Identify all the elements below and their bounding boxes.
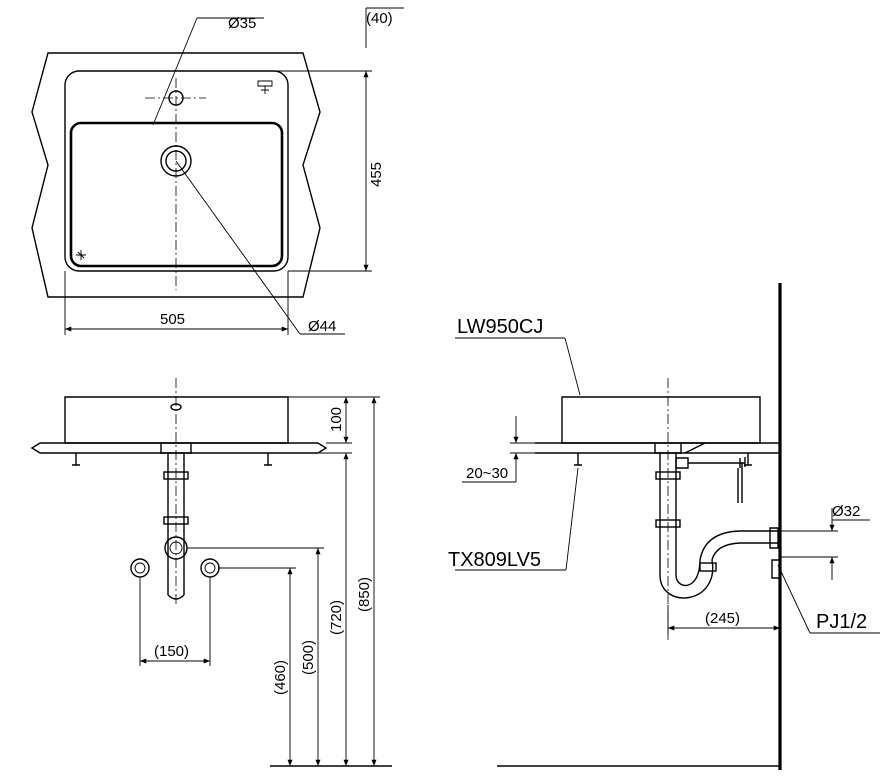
- right-supply: [200, 558, 220, 578]
- spacing-label: (150): [154, 643, 189, 660]
- side-counter: [535, 442, 780, 454]
- dim-850-label: (850): [356, 577, 373, 612]
- left-supply: [130, 558, 150, 578]
- wall-offset-label: (245): [705, 610, 740, 627]
- dim-500-label: (500): [300, 640, 317, 675]
- pipe-diameter-label: Ø32: [832, 503, 860, 520]
- countertop-outline: [31, 52, 321, 298]
- drain-diameter-label: Ø44: [308, 318, 336, 335]
- drain-outer: [160, 145, 192, 177]
- depth-label: 455: [368, 162, 385, 187]
- basin-bowl: [69, 121, 284, 268]
- rim-height-label: 100: [328, 407, 345, 432]
- offset-label: (40): [366, 10, 393, 27]
- dim-720-label: (720): [328, 600, 345, 635]
- side-basin: [561, 396, 761, 444]
- hole-diameter-label: Ø35: [228, 15, 256, 32]
- drain-inner: [165, 150, 187, 172]
- p-trap: [659, 530, 780, 599]
- width-label: 505: [160, 311, 185, 328]
- counter-range-label: 20~30: [466, 465, 508, 482]
- corner-mark-icon: [76, 250, 86, 260]
- front-view: (150) (460) (500) (720) (850) 100: [30, 378, 392, 767]
- model-label: LW950CJ: [457, 316, 543, 338]
- side-view: Ø32 (245) PJ1/2 LW950CJ 20~30 TX809LV5: [448, 283, 880, 770]
- trap-label: PJ1/2: [816, 611, 867, 633]
- top-view: Ø35 (40) 455 505 Ø44: [31, 7, 404, 335]
- basin-outer: [64, 70, 289, 272]
- dim-460-label: (460): [272, 660, 289, 695]
- overflow-mark-icon: [257, 80, 273, 94]
- fixing-kit-label: TX809LV5: [448, 549, 541, 571]
- front-counter: [30, 442, 328, 454]
